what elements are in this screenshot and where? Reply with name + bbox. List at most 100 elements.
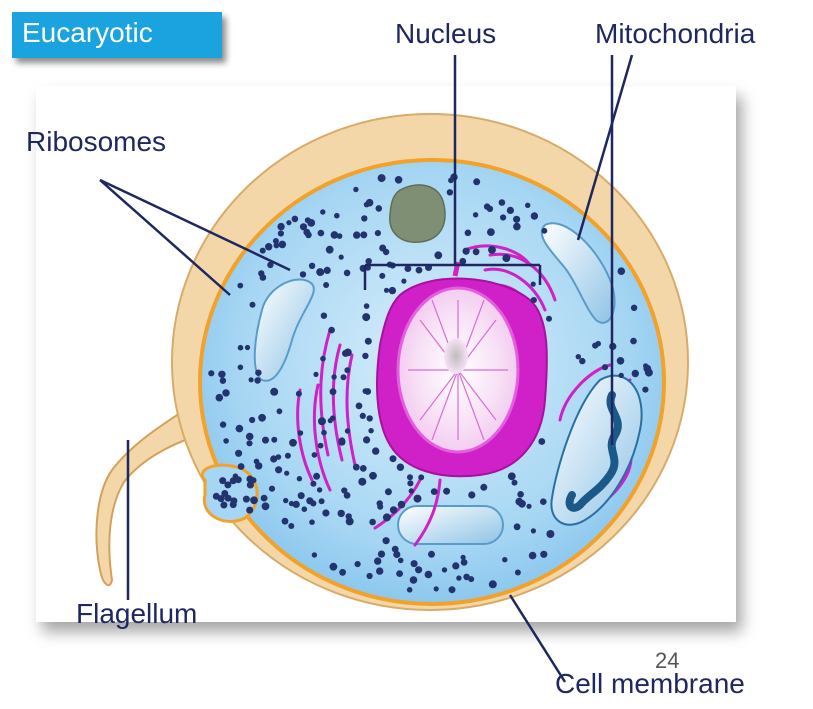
ribosome-dot — [310, 500, 316, 506]
ribosome-dot — [258, 414, 266, 422]
ribosome-dot — [531, 297, 537, 303]
ribosome-dot — [220, 378, 226, 384]
ribosome-dot — [312, 552, 317, 557]
ribosome-dot — [339, 437, 346, 444]
ribosome-dot — [507, 207, 514, 214]
ribosome-dot — [353, 187, 358, 192]
ribosome-dot — [289, 439, 297, 447]
ribosome-dot — [375, 230, 381, 236]
ribosome-dot — [270, 388, 278, 396]
ribosome-dot — [319, 270, 325, 276]
ribosome-dot — [512, 480, 518, 486]
ribosome-dot — [393, 551, 400, 558]
ribosome-dot — [369, 519, 376, 526]
ribosome-dot — [452, 562, 459, 569]
ribosome-dot — [344, 349, 352, 357]
ribosome-dot — [531, 528, 536, 533]
ribosome-dot — [230, 501, 237, 508]
ribosome-dot — [526, 504, 531, 509]
ribosome-dot — [249, 377, 254, 382]
ribosome-dot — [331, 374, 336, 379]
ribosome-dot — [328, 418, 333, 423]
ribosome-dot — [515, 570, 521, 576]
ribosome-dot — [546, 316, 552, 322]
ribosome-dot — [461, 559, 468, 566]
ribosome-dot — [309, 519, 315, 525]
ribosome-dot — [309, 263, 315, 269]
ribosome-dot — [368, 428, 373, 433]
ribosome-dot — [364, 202, 370, 208]
ribosome-dot — [617, 357, 625, 365]
ribosome-dot — [243, 496, 250, 503]
ribosome-dot — [410, 576, 418, 584]
ribosome-dot — [318, 230, 325, 237]
ribosome-dot — [358, 478, 366, 486]
ribosome-dot — [431, 488, 438, 495]
ribosome-dot — [302, 506, 308, 512]
ribosome-dot — [489, 580, 497, 588]
ribosome-dot — [246, 476, 253, 483]
ribosome-dot — [286, 220, 291, 225]
ribosome-dot — [300, 271, 306, 277]
ribosome-dot — [376, 205, 383, 212]
ribosome-dot — [409, 488, 414, 493]
ribosome-dot — [208, 370, 214, 376]
ribosome-dot — [383, 249, 389, 255]
ribosome-dot — [220, 421, 226, 427]
ribosome-dot — [270, 455, 277, 462]
ribosome-dot — [322, 509, 329, 516]
ribosome-dot — [576, 354, 581, 359]
ribosome-dot — [398, 501, 406, 509]
ribosome-dot — [238, 365, 244, 371]
ribosome-dot — [365, 338, 372, 345]
ribosome-dot — [341, 374, 347, 380]
ribosome-dot — [261, 495, 268, 502]
ribosome-dot — [355, 561, 361, 567]
ribosome-dot — [275, 466, 282, 473]
ribosome-dot — [378, 174, 386, 182]
ribosome-dot — [255, 462, 262, 469]
ribosome-dot — [542, 228, 548, 234]
ribosome-dot — [447, 189, 453, 195]
ribosome-dot — [459, 258, 466, 265]
ribosome-dot — [249, 417, 255, 423]
ribosome-dot — [379, 273, 385, 279]
ribosome-dot — [269, 486, 275, 492]
ribosome-dot — [515, 498, 523, 506]
ribosome-dot — [324, 267, 331, 274]
ribosome-dot — [602, 364, 608, 370]
ribosome-dot — [508, 472, 516, 480]
ribosome-dot — [630, 338, 637, 345]
ribosome-dot — [339, 569, 346, 576]
ribosome-dot — [540, 498, 547, 505]
ribosome-dot — [320, 209, 325, 214]
ribosome-dot — [414, 495, 422, 503]
ribosome-dot — [449, 586, 456, 593]
ribosome-dot — [397, 464, 404, 471]
ribosome-dot — [487, 206, 493, 212]
ribosome-dot — [418, 474, 424, 480]
ribosome-dot — [631, 305, 637, 311]
ribosome-dot — [237, 283, 243, 289]
ribosome-dot — [319, 498, 325, 504]
ribosome-dot — [245, 345, 250, 350]
ribosome-dot — [265, 243, 272, 250]
ribosome-dot — [283, 498, 288, 503]
ribosome-dot — [320, 356, 326, 362]
ribosome-dot — [538, 438, 545, 445]
nucleus — [377, 262, 547, 476]
ribosome-dot — [643, 365, 651, 373]
ribosome-dot — [254, 377, 260, 383]
ribosome-dot — [246, 507, 253, 514]
ribosome-dot — [225, 495, 232, 502]
ribosome-dot — [473, 178, 480, 185]
ribosome-dot — [334, 213, 340, 219]
ribosome-dot — [618, 267, 626, 275]
ribosome-dot — [468, 491, 475, 498]
ribosome-dot — [298, 430, 304, 436]
ribosome-dot — [346, 517, 354, 525]
ribosome-dot — [262, 502, 270, 510]
ribosome-dot — [502, 557, 507, 562]
ribosome-dot — [363, 436, 370, 443]
ribosome-dot — [473, 248, 480, 255]
